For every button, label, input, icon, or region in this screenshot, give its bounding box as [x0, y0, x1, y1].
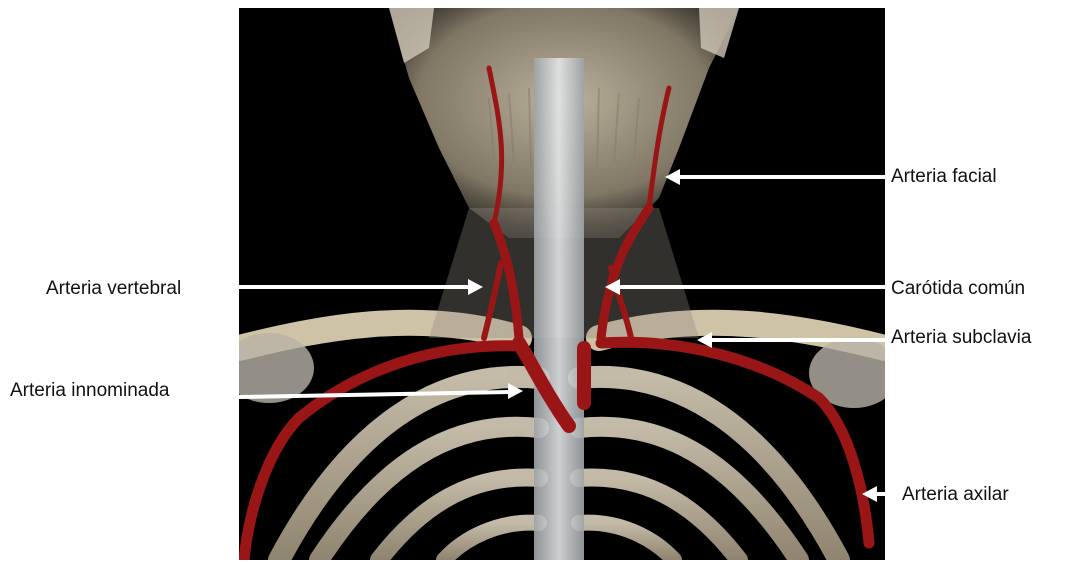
label-vertebral: Arteria vertebral — [46, 278, 181, 300]
label-innominada: Arteria innominada — [10, 380, 169, 402]
label-axilar: Arteria axilar — [902, 484, 1009, 506]
anatomy-illustration — [239, 8, 885, 560]
spinal-column — [534, 58, 584, 560]
label-carotida: Carótida común — [891, 278, 1025, 300]
label-subclavia: Arteria subclavia — [891, 327, 1031, 349]
anatomy-render — [239, 8, 885, 560]
label-facial: Arteria facial — [891, 166, 997, 188]
